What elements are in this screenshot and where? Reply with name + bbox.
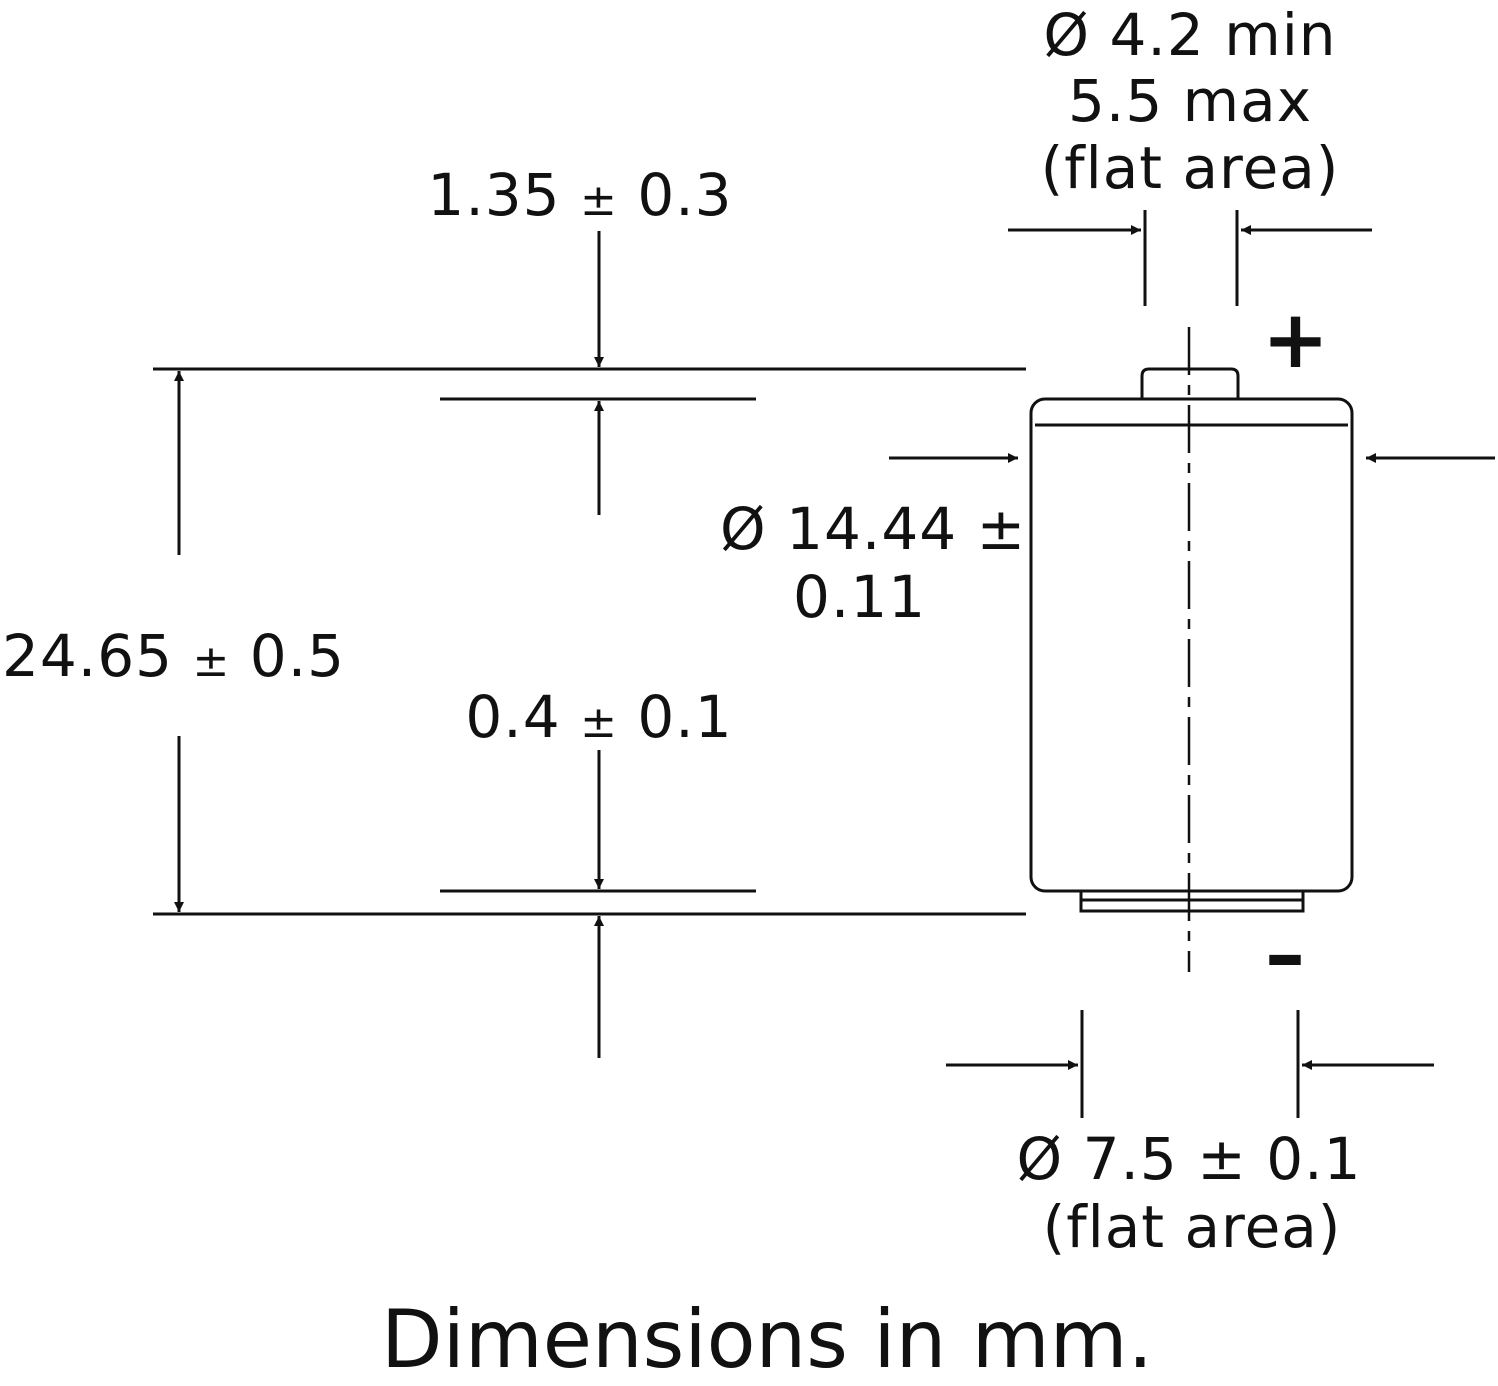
- top-flat-label-line1: Ø 4.2 min: [1043, 1, 1337, 69]
- terminal-height-value: 1.35: [427, 161, 561, 229]
- top-flat-label-line3: (flat area): [1040, 134, 1340, 202]
- recess-pm: ±: [580, 697, 618, 748]
- overall-height-label: 24.65 ± 0.5: [2, 627, 345, 685]
- overall-height-tol: 0.5: [249, 622, 346, 690]
- terminal-height-label: 1.35 ± 0.3: [427, 166, 732, 224]
- body-diameter-label-line2: 0.11: [793, 563, 927, 631]
- battery-body: [1029, 397, 1354, 893]
- top-flat-label-line2: 5.5 max: [1067, 67, 1313, 135]
- terminal-height-tol: 0.3: [637, 161, 733, 229]
- terminal-height-pm: ±: [580, 175, 618, 226]
- recess-label: 0.4 ± 0.1: [465, 688, 732, 746]
- bottom-flat-label-line2: (flat area): [1042, 1193, 1342, 1261]
- overall-height-pm: ±: [192, 636, 231, 687]
- negative-terminal-symbol: –: [1265, 908, 1305, 1001]
- positive-terminal-symbol: +: [1262, 293, 1330, 386]
- recess-tol: 0.1: [637, 683, 733, 751]
- body-diameter-label-line1: Ø 14.44 ±: [720, 495, 1027, 563]
- overall-height-value: 24.65: [2, 622, 174, 690]
- bottom-flat-label-line1: Ø 7.5 ± 0.1: [1016, 1125, 1362, 1193]
- recess-value: 0.4: [465, 683, 561, 751]
- dimensions-caption: Dimensions in mm.: [381, 1293, 1153, 1386]
